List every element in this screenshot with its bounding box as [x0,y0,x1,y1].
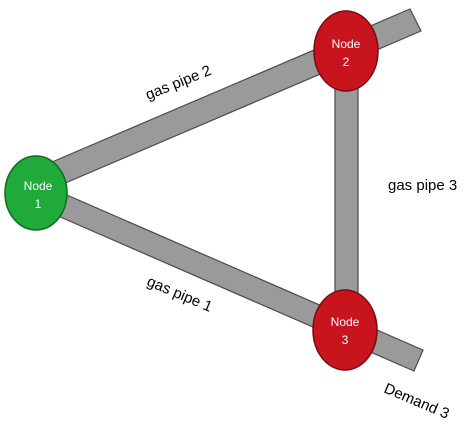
demand-3-label: Demand 3 [381,380,451,423]
node-1-label-line1: Node [24,179,53,193]
node-2-label-line2: 2 [343,55,350,69]
gas-pipe-3 [334,69,359,311]
node-3-label-line2: 3 [342,333,349,347]
node-2: Node 2 [313,10,379,92]
node-3-label-line1: Node [331,315,360,329]
node-2-label-line1: Node [332,37,361,51]
node-3: Node 3 [312,289,378,371]
gas-pipe-3-label: gas pipe 3 [388,177,457,194]
node-1-label-line2: 1 [35,197,42,211]
node-1: Node 1 [4,155,68,231]
node-3-circle [312,289,378,371]
node-2-circle [313,10,379,92]
node-1-circle [4,155,68,231]
